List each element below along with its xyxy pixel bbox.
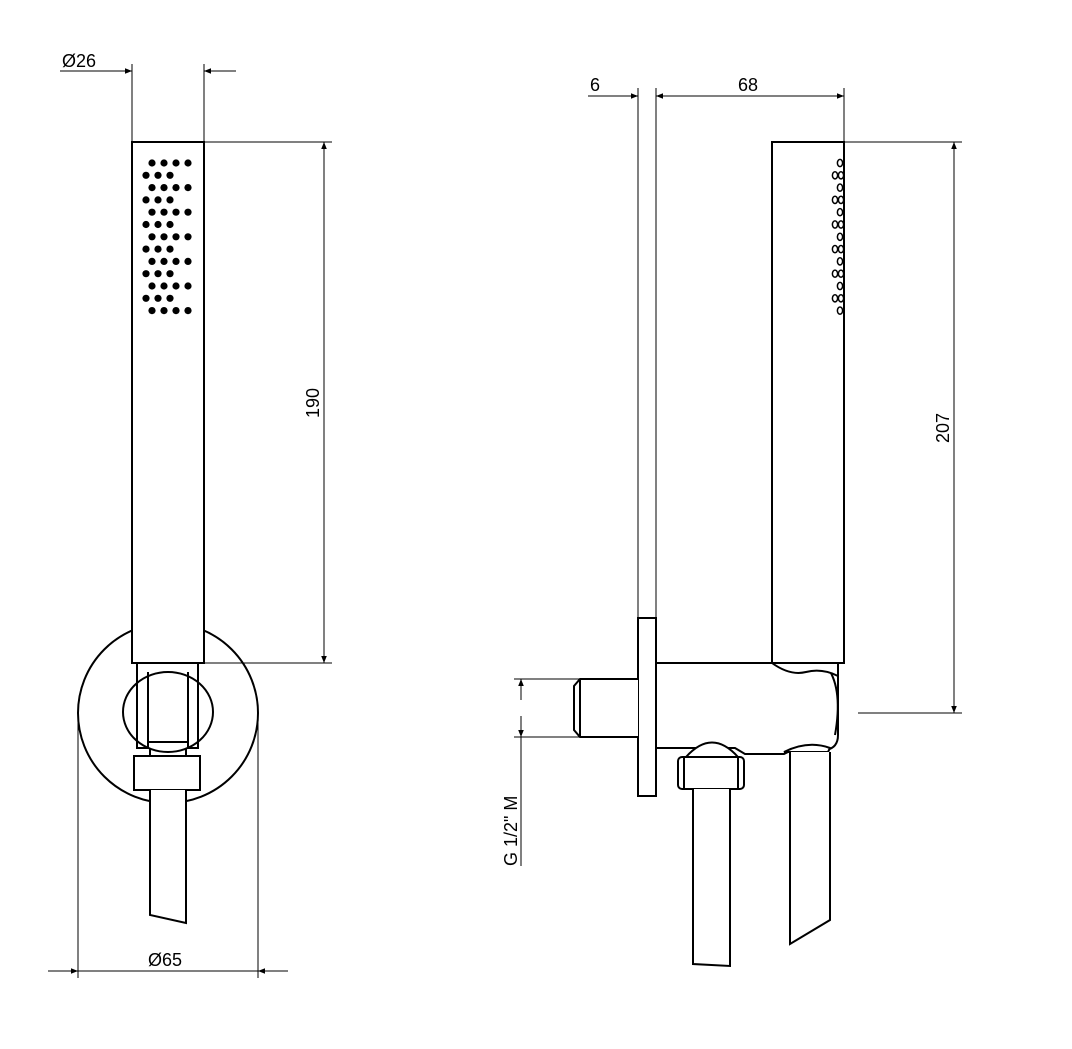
side-spray-nozzles [831,158,845,315]
nozzle-dot [184,282,192,290]
nozzle-dot [148,282,156,290]
side-view: 6 68 207 G 1/2" M [501,75,962,968]
nozzle-dot [148,159,156,167]
nozzle-dot [154,245,162,253]
nozzle-dot [184,184,192,192]
side-outlet-hose [692,789,731,968]
nozzle-dot [172,282,180,290]
nozzle-dot [836,257,844,266]
nozzle-dot [172,208,180,216]
nozzle-dot [154,270,162,278]
nozzle-dot [154,220,162,229]
nozzle-dot [148,208,156,216]
nozzle-dot [148,257,156,265]
nozzle-dot [154,294,162,302]
nozzle-dot [154,196,162,204]
side-handle-hose [789,752,831,946]
nozzle-dot [166,270,174,278]
nozzle-dot [142,171,150,179]
side-handle-body [771,141,845,664]
nozzle-dot [166,220,174,229]
nozzle-dot [172,257,180,265]
side-hose-nut [677,756,745,790]
nozzle-dot [837,170,845,180]
nozzle-dot [184,257,192,265]
nozzle-dot [836,306,844,315]
side-holder-body [655,662,839,755]
nozzle-dot [142,220,150,229]
nozzle-dot [172,233,180,241]
nozzle-dot [184,159,192,167]
nozzle-dot [160,233,168,241]
nozzle-dot [142,245,150,253]
nozzle-dot [836,232,844,242]
nozzle-dot [160,257,168,265]
nozzle-dot [184,233,192,241]
front-spray-nozzles [142,159,192,315]
nozzle-dot [837,293,845,303]
nozzle-dot [831,170,839,180]
dim-projection: 68 [738,75,758,95]
front-view: Ø26 190 Ø65 [48,51,332,978]
nozzle-dot [160,184,168,192]
side-thread-stub [573,678,638,738]
front-hose-nut [133,755,201,791]
nozzle-dot [142,270,150,278]
nozzle-dot [142,196,150,204]
dim-thread: G 1/2" M [501,796,521,866]
nozzle-dot [160,307,168,315]
nozzle-dot [836,207,844,217]
dim-height: 207 [933,413,953,443]
nozzle-dot [831,293,839,303]
dim-plate-diameter: Ø65 [148,950,182,970]
nozzle-dot [172,159,180,167]
nozzle-dot [831,244,839,254]
dim-head-diameter: Ø26 [62,51,96,71]
nozzle-dot [148,233,156,241]
front-handle-body [131,141,205,664]
dim-length: 190 [303,388,323,418]
nozzle-dot [148,184,156,192]
front-holder-ring [122,671,214,753]
nozzle-dot [831,220,839,229]
nozzle-dot [172,184,180,192]
front-hose [149,790,187,925]
nozzle-dot [154,171,162,179]
nozzle-dot [160,159,168,167]
nozzle-dot [836,281,844,291]
nozzle-dot [837,195,845,205]
nozzle-dot [837,220,845,229]
nozzle-dot [148,307,156,315]
nozzle-dot [166,245,174,253]
nozzle-dot [831,269,839,279]
nozzle-dot [160,282,168,290]
nozzle-dot [166,171,174,179]
nozzle-dot [836,158,844,168]
nozzle-dot [166,196,174,204]
nozzle-dot [172,307,180,315]
nozzle-dot [166,294,174,302]
nozzle-dot [837,244,845,254]
nozzle-dot [837,269,845,279]
nozzle-dot [184,307,192,315]
dim-wall-gap: 6 [590,75,600,95]
nozzle-dot [831,195,839,205]
nozzle-dot [142,294,150,302]
side-wall-flange [637,617,657,797]
nozzle-dot [160,208,168,216]
nozzle-dot [184,208,192,216]
nozzle-dot [836,183,844,192]
